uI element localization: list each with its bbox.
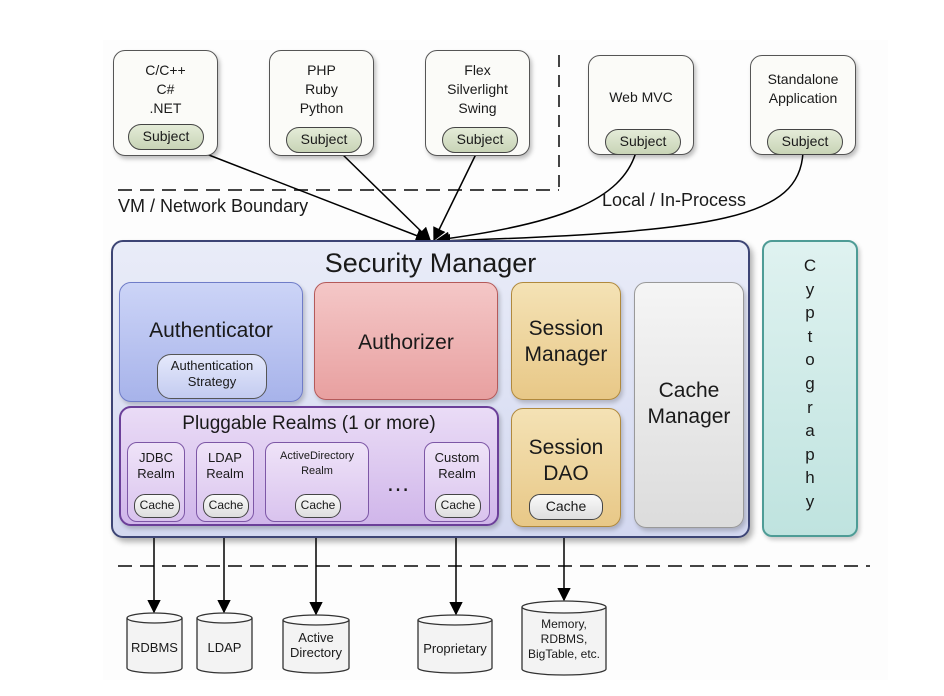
realm-cache: Cache xyxy=(435,494,481,518)
client-flex-silverlight-swing: Flex Silverlight Swing Subject xyxy=(425,50,530,156)
pluggable-realms: Pluggable Realms (1 or more) JDBC Realm … xyxy=(119,406,499,526)
realm-ldap: LDAP Realm Cache xyxy=(196,442,254,522)
subject-pill: Subject xyxy=(442,127,518,153)
realm-label: Custom Realm xyxy=(434,450,480,481)
subject-pill: Subject xyxy=(767,129,843,155)
authenticator: Authenticator Authentication Strategy xyxy=(119,282,303,402)
arrow-subject-4 xyxy=(435,151,637,246)
realm-jdbc: JDBC Realm Cache xyxy=(127,442,185,522)
session-dao: Session DAO Cache xyxy=(511,408,621,527)
session-manager: Session Manager xyxy=(511,282,621,400)
session-dao-label: Session DAO xyxy=(528,436,604,485)
cylinder-icon xyxy=(282,614,350,674)
cryptography: C y p t o g r a p h y xyxy=(762,240,858,537)
subject-pill: Subject xyxy=(128,124,204,150)
arrow-subject-1 xyxy=(195,149,430,242)
realm-cache: Cache xyxy=(203,494,249,518)
authenticator-label: Authenticator xyxy=(149,319,273,342)
client-name: Flex Silverlight Swing xyxy=(447,62,508,116)
datastore-proprietary: Proprietary xyxy=(417,614,493,674)
client-name: PHP Ruby Python xyxy=(299,62,344,116)
session-manager-label: Session Manager xyxy=(524,317,608,366)
realm-custom: Custom Realm Cache xyxy=(424,442,490,522)
authentication-strategy: Authentication Strategy xyxy=(157,354,267,399)
realm-cache: Cache xyxy=(295,494,341,518)
realm-label: LDAP Realm xyxy=(206,450,244,481)
realms-ellipsis: … xyxy=(386,470,410,497)
cylinder-icon xyxy=(196,612,253,674)
client-standalone-application: Standalone Application Subject xyxy=(750,55,856,155)
authorizer-label: Authorizer xyxy=(358,331,454,354)
cache-manager: Cache Manager xyxy=(634,282,744,528)
client-name: Standalone Application xyxy=(767,71,839,106)
session-dao-cache: Cache xyxy=(529,494,603,520)
realm-label: ActiveDirectory Realm xyxy=(280,450,354,477)
cylinder-icon xyxy=(521,600,607,676)
cylinder-icon xyxy=(417,614,493,674)
cylinder-icon xyxy=(126,612,183,674)
cache-manager-label: Cache Manager xyxy=(647,379,731,428)
arrow-subject-5 xyxy=(436,151,804,248)
vm-network-boundary-label: VM / Network Boundary xyxy=(118,196,309,216)
client-c-cpp-dotnet: C/C++ C# .NET Subject xyxy=(113,50,218,156)
subject-pill: Subject xyxy=(605,129,681,155)
client-php-ruby-python: PHP Ruby Python Subject xyxy=(269,50,374,156)
client-web-mvc: Web MVC Subject xyxy=(588,55,694,155)
datastore-label: RDBMS xyxy=(131,640,178,655)
datastore-active-directory: Active Directory xyxy=(282,614,350,674)
realm-cache: Cache xyxy=(134,494,180,518)
security-manager-title: Security Manager xyxy=(324,248,537,278)
datastore-label: Proprietary xyxy=(423,641,487,656)
datastore-ldap: LDAP xyxy=(196,612,253,674)
realm-active-directory: ActiveDirectory Realm Cache xyxy=(265,442,369,522)
cryptography-label: C y p t o g r a p h y xyxy=(803,256,817,511)
datastore-label: Memory, RDBMS, BigTable, etc. xyxy=(527,617,601,661)
pluggable-realms-title: Pluggable Realms (1 or more) xyxy=(182,413,436,434)
local-in-process-label: Local / In-Process xyxy=(602,190,747,210)
arrow-subject-3 xyxy=(433,151,478,242)
datastore-label: Active Directory xyxy=(289,630,342,660)
realm-label: JDBC Realm xyxy=(137,450,175,481)
datastore-memory-rdbms-bigtable: Memory, RDBMS, BigTable, etc. xyxy=(521,600,607,676)
subject-pill: Subject xyxy=(286,127,362,153)
datastore-label: LDAP xyxy=(207,640,242,655)
client-name: C/C++ C# .NET xyxy=(145,62,186,116)
arrow-subject-2 xyxy=(339,151,431,241)
authorizer: Authorizer xyxy=(314,282,498,400)
client-name: Web MVC xyxy=(609,89,673,105)
datastore-rdbms: RDBMS xyxy=(126,612,183,674)
